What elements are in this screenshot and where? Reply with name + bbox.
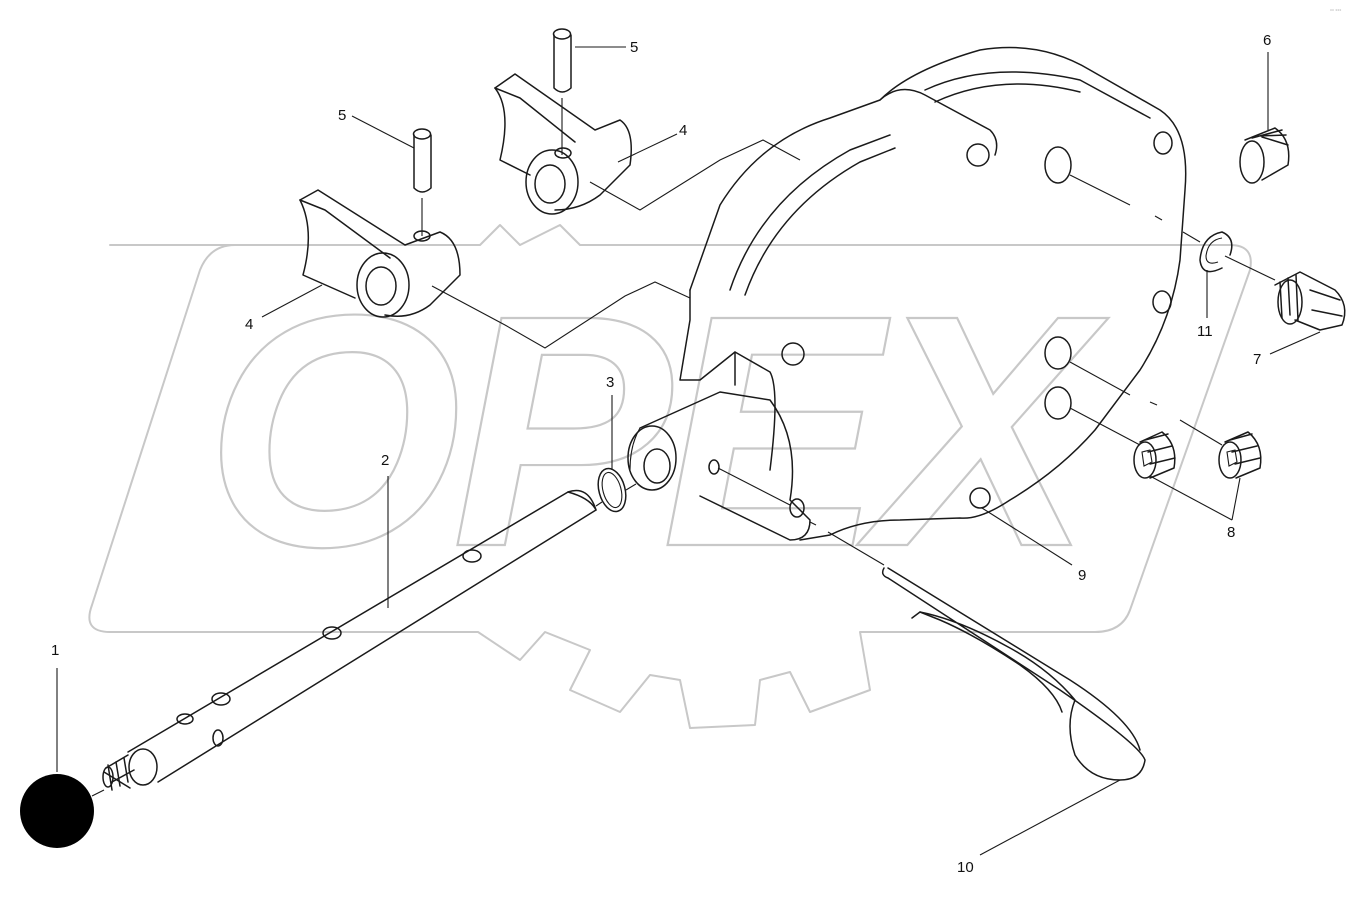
watermark-text: OPEX [205, 246, 1109, 615]
callout-5-lower: 5 [338, 107, 346, 124]
set-screw-part-8-right [1218, 431, 1262, 479]
callout-6: 6 [1263, 32, 1271, 49]
callout-7: 7 [1253, 351, 1261, 368]
callout-labels: 1 2 3 4 4 5 5 6 7 8 9 10 11 [51, 32, 1271, 876]
callout-10: 10 [957, 859, 974, 876]
knob-part-1 [20, 774, 105, 848]
watermark: OPEX [88, 224, 1252, 729]
callout-8: 8 [1227, 524, 1235, 541]
callout-4-upper: 4 [679, 122, 687, 139]
hairpin-clip-part-10 [881, 567, 1146, 781]
pin-part-5-upper [552, 28, 572, 93]
callout-3: 3 [606, 374, 614, 391]
callout-5-upper: 5 [630, 39, 638, 56]
explode-lines [421, 98, 1276, 566]
retaining-ring-part-11 [1199, 231, 1233, 273]
callout-11: 11 [1197, 323, 1213, 340]
pin-part-5-lower [412, 128, 432, 193]
lever-part-4-upper [494, 73, 632, 215]
set-screw-part-8-left [1133, 431, 1176, 479]
plug-part-6 [1239, 127, 1290, 184]
housing-part-9 [627, 46, 1187, 541]
callout-1: 1 [51, 642, 59, 659]
lever-part-4-lower [299, 189, 461, 318]
watermark-gear-outline [88, 224, 1252, 729]
callout-4-lower: 4 [245, 316, 253, 333]
callout-9: 9 [1078, 567, 1086, 584]
fitting-part-7 [1274, 271, 1346, 331]
o-ring-part-3 [597, 467, 627, 513]
shaft-part-2 [102, 489, 597, 791]
corner-mark: °° °°° [1330, 9, 1341, 15]
callout-leaders [56, 46, 1321, 856]
callout-2: 2 [381, 452, 389, 469]
